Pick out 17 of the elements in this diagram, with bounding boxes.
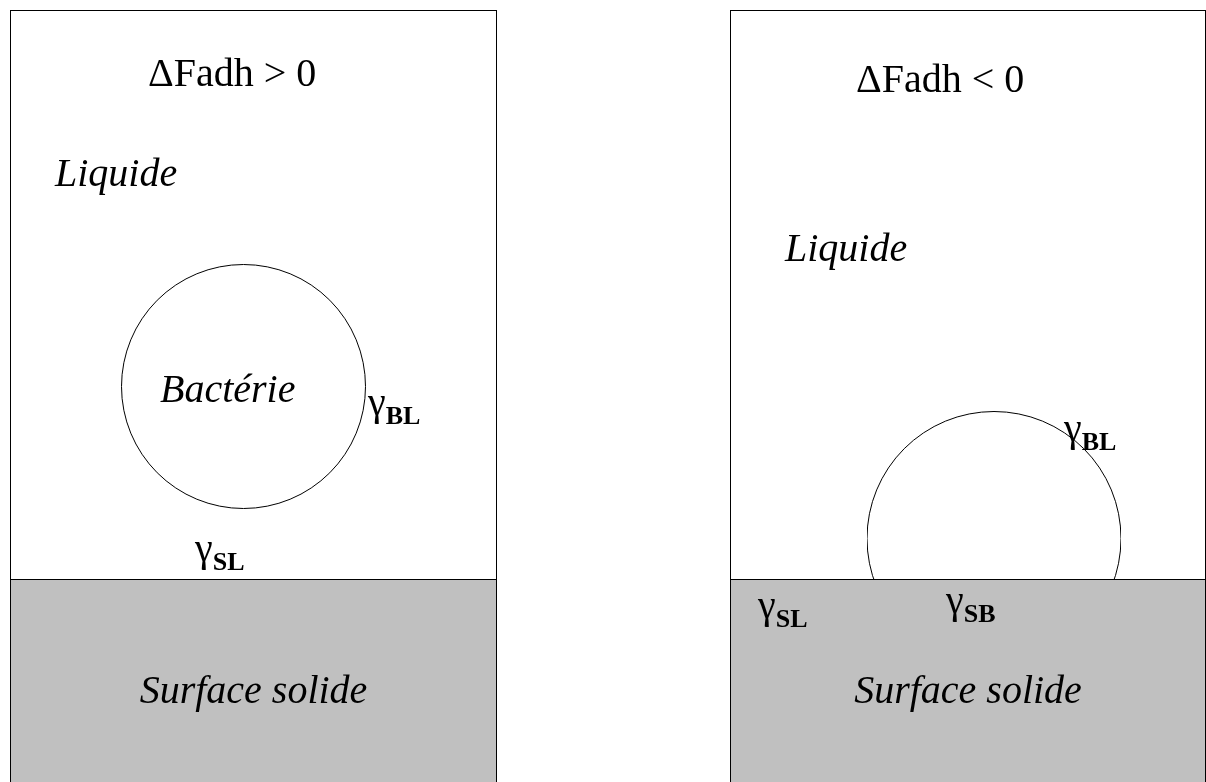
free-energy-heading: ΔFadh > 0 bbox=[148, 53, 317, 93]
medium-label: Liquide bbox=[785, 228, 908, 268]
solid-surface bbox=[731, 579, 1205, 782]
panel-frame bbox=[10, 10, 497, 782]
solid-surface bbox=[11, 579, 496, 782]
surface-tension-symbol: γ$_{BL}$ bbox=[368, 382, 421, 430]
surface-label: Surface solide bbox=[853, 670, 1083, 710]
panel-frame bbox=[730, 10, 1206, 782]
surface-tension-symbol: γ$_{BL}$ bbox=[1064, 408, 1117, 456]
free-energy-heading: ΔFadh < 0 bbox=[856, 59, 1025, 99]
surface-tension-symbol: γ$_{SL}$ bbox=[758, 585, 808, 633]
surface-tension-symbol: γ$_{SL}$ bbox=[195, 528, 245, 576]
bacterium-dome bbox=[867, 411, 1121, 579]
medium-label: Liquide bbox=[55, 153, 178, 193]
bacterium-label: Bactérie bbox=[160, 369, 296, 409]
surface-label: Surface solide bbox=[138, 670, 369, 710]
surface-tension-symbol: γ$_{SB}$ bbox=[946, 580, 996, 628]
